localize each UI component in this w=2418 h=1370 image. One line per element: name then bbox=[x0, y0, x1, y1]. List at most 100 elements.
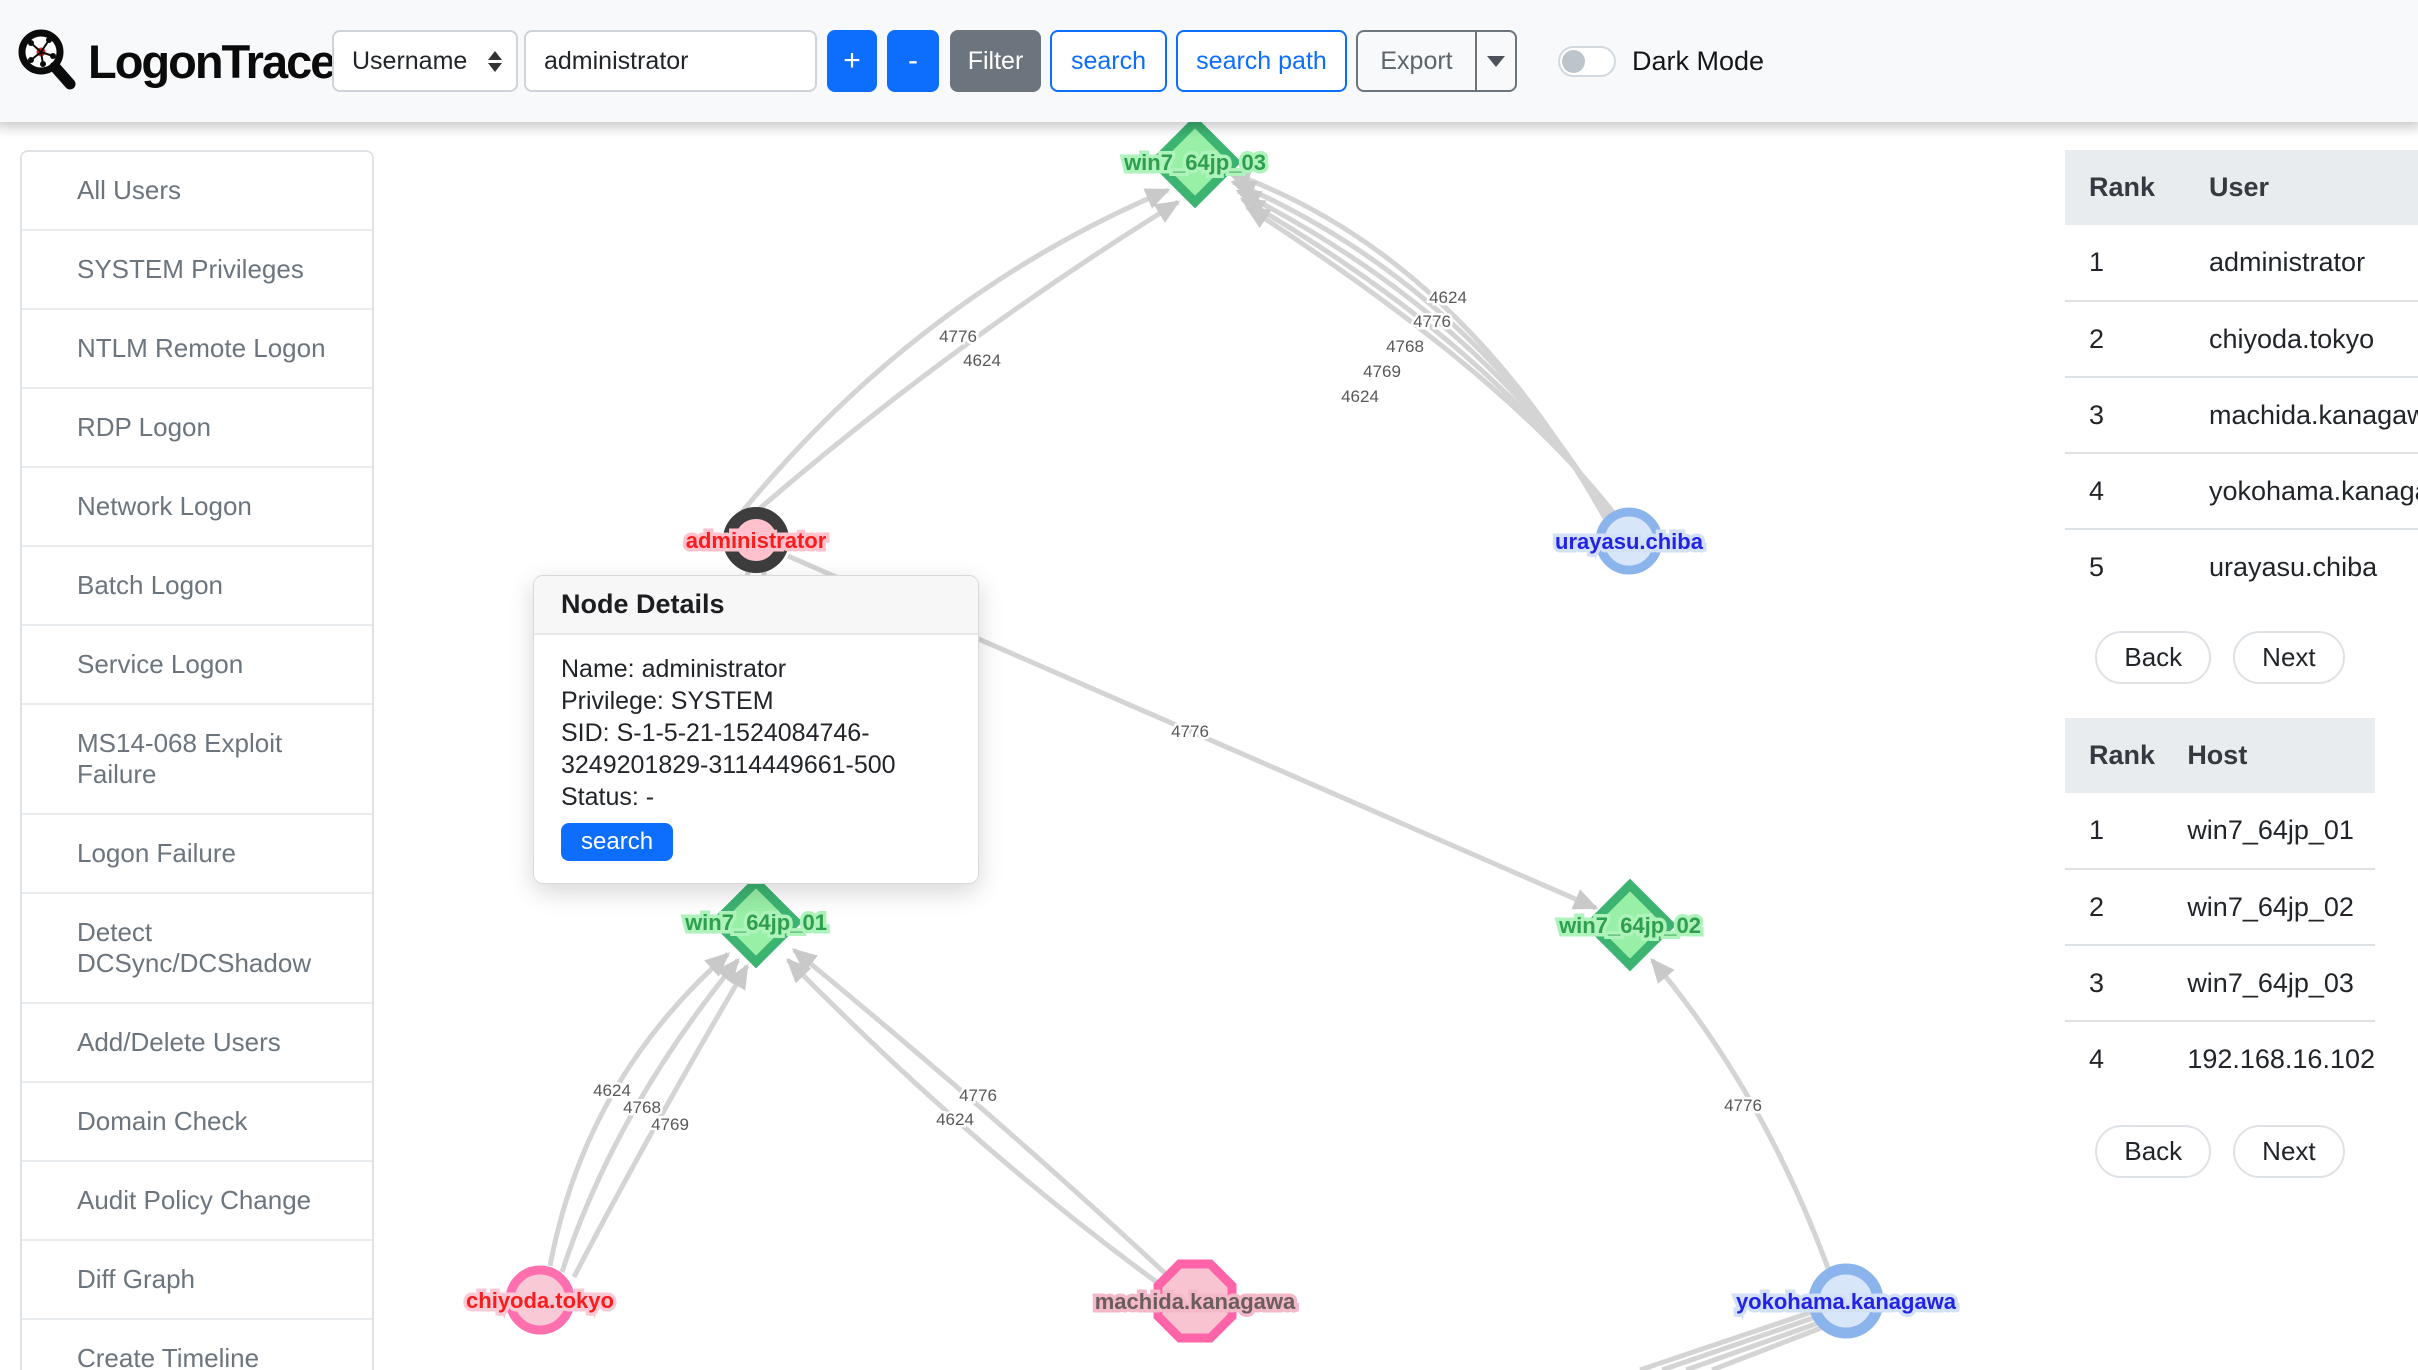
circle-node-shape[interactable] bbox=[723, 507, 789, 573]
graph-node-win7_64jp_03[interactable]: win7_64jp_03 bbox=[1120, 115, 1269, 209]
sidebar-item-all-users[interactable]: All Users bbox=[22, 152, 372, 231]
sidebar-item-detect-dcsync-dcshadow[interactable]: Detect DCSync/DCShadow bbox=[22, 894, 372, 1004]
node-label: administrator bbox=[686, 528, 827, 553]
graph-edge-labels: 4776462446244776476847694624477646244768… bbox=[591, 286, 1765, 1137]
node-detail-line: SID: S-1-5-21-1524084746-3249201829-3114… bbox=[561, 719, 896, 779]
graph-edge bbox=[547, 952, 730, 1267]
edge-label-eventid: 4776 bbox=[939, 327, 977, 346]
query-input[interactable] bbox=[524, 30, 817, 92]
host-next-button[interactable]: Next bbox=[2233, 1125, 2345, 1178]
sidebar-item-ms14-068-exploit-failure[interactable]: MS14-068 Exploit Failure bbox=[22, 705, 372, 815]
edge-label-eventid: 4776 bbox=[959, 1086, 997, 1105]
sidebar-item-rdp-logon[interactable]: RDP Logon bbox=[22, 389, 372, 468]
sidebar-item-add-delete-users[interactable]: Add/Delete Users bbox=[22, 1004, 372, 1083]
export-dropdown-toggle[interactable] bbox=[1476, 30, 1517, 92]
zoom-out-button[interactable]: - bbox=[887, 30, 939, 92]
user-cell[interactable]: machida.kanagawa bbox=[2185, 377, 2418, 454]
edge-label-eventid: 4624 bbox=[936, 1110, 974, 1129]
diamond-node-shape[interactable] bbox=[709, 875, 803, 969]
edge-label-eventid: 4776 bbox=[1413, 312, 1451, 331]
host-cell[interactable]: win7_64jp_01 bbox=[2163, 793, 2375, 870]
graph-edge bbox=[791, 948, 1170, 1278]
zoom-in-button[interactable]: + bbox=[827, 30, 877, 92]
graph-node-chiyoda.tokyo[interactable]: chiyoda.tokyo bbox=[463, 1265, 617, 1335]
export-button-group: Export bbox=[1356, 30, 1517, 92]
node-details-title: Node Details bbox=[534, 576, 978, 635]
graph-node-win7_64jp_01[interactable]: win7_64jp_01 bbox=[681, 875, 830, 969]
sidebar-item-system-privileges[interactable]: SYSTEM Privileges bbox=[22, 231, 372, 310]
node-details-search-button[interactable]: search bbox=[561, 823, 674, 861]
diamond-node-shape[interactable] bbox=[1583, 878, 1677, 972]
host-cell[interactable]: 192.168.16.102 bbox=[2163, 1021, 2375, 1097]
graph-edge bbox=[786, 958, 1164, 1289]
toggle-knob bbox=[1562, 50, 1585, 73]
graph-edge bbox=[756, 199, 1181, 512]
edge-label-eventid: 4769 bbox=[1363, 362, 1401, 381]
circle-node-shape[interactable] bbox=[1808, 1263, 1884, 1339]
user-rank-header: Rank bbox=[2065, 150, 2185, 225]
user-cell[interactable]: administrator bbox=[2185, 225, 2418, 302]
dark-mode-label: Dark Mode bbox=[1632, 45, 1765, 76]
user-table-pager: Back Next bbox=[2065, 631, 2375, 684]
node-label: win7_64jp_02 bbox=[1558, 913, 1701, 938]
sidebar-item-ntlm-remote-logon[interactable]: NTLM Remote Logon bbox=[22, 310, 372, 389]
rank-cell: 5 bbox=[2065, 529, 2185, 605]
graph-node-machida.kanagawa[interactable]: machida.kanagawa bbox=[1091, 1259, 1300, 1343]
sidebar-item-service-logon[interactable]: Service Logon bbox=[22, 626, 372, 705]
graph-edge bbox=[571, 963, 750, 1279]
user-cell[interactable]: urayasu.chiba bbox=[2185, 529, 2418, 605]
edge-label-eventid: 4624 bbox=[593, 1081, 631, 1100]
graph-edge bbox=[740, 187, 1171, 514]
dark-mode-toggle[interactable] bbox=[1558, 46, 1616, 77]
host-back-button[interactable]: Back bbox=[2095, 1125, 2212, 1178]
export-button[interactable]: Export bbox=[1356, 30, 1476, 92]
circle-node-shape[interactable] bbox=[505, 1265, 575, 1335]
graph-node-win7_64jp_02[interactable]: win7_64jp_02 bbox=[1555, 878, 1704, 972]
edge-label-eventid: 4624 bbox=[963, 351, 1001, 370]
diamond-node-shape[interactable] bbox=[1148, 115, 1242, 209]
user-next-button[interactable]: Next bbox=[2233, 631, 2345, 684]
host-cell[interactable]: win7_64jp_03 bbox=[2163, 945, 2375, 1022]
user-cell[interactable]: yokohama.kanagawa bbox=[2185, 453, 2418, 530]
sidebar-item-domain-check[interactable]: Domain Check bbox=[22, 1083, 372, 1162]
user-back-button[interactable]: Back bbox=[2095, 631, 2212, 684]
node-label: machida.kanagawa bbox=[1095, 1289, 1296, 1314]
select-arrows-icon bbox=[488, 50, 502, 72]
rank-cell: 1 bbox=[2065, 793, 2164, 870]
octagon-node-shape[interactable] bbox=[1153, 1259, 1237, 1343]
brand-title: LogonTracer bbox=[88, 34, 353, 88]
field-type-select[interactable]: Username bbox=[332, 30, 518, 92]
edge-label-eventid: 4776 bbox=[1171, 722, 1209, 741]
circle-node-shape[interactable] bbox=[1595, 507, 1663, 575]
graph-node-urayasu.chiba[interactable]: urayasu.chiba bbox=[1552, 507, 1707, 575]
search-path-button[interactable]: search path bbox=[1176, 30, 1347, 92]
node-label: yokohama.kanagawa bbox=[1736, 1289, 1957, 1314]
sidebar-item-batch-logon[interactable]: Batch Logon bbox=[22, 547, 372, 626]
rank-cell: 1 bbox=[2065, 225, 2185, 302]
graph-node-administrator[interactable]: administrator bbox=[682, 507, 830, 573]
sidebar-item-audit-policy-change[interactable]: Audit Policy Change bbox=[22, 1162, 372, 1241]
host-cell[interactable]: win7_64jp_02 bbox=[2163, 869, 2375, 946]
sidebar-item-network-logon[interactable]: Network Logon bbox=[22, 468, 372, 547]
sidebar-item-logon-failure[interactable]: Logon Failure bbox=[22, 815, 372, 894]
user-cell[interactable]: chiyoda.tokyo bbox=[2185, 301, 2418, 378]
edge-label-eventid: 4768 bbox=[1386, 337, 1424, 356]
sidebar-item-create-timeline[interactable]: Create Timeline bbox=[22, 1320, 372, 1370]
search-button[interactable]: search bbox=[1050, 30, 1167, 92]
graph-node-yokohama.kanagawa[interactable]: yokohama.kanagawa bbox=[1732, 1263, 1960, 1339]
node-label: win7_64jp_03 bbox=[1123, 150, 1266, 175]
sidebar-item-diff-graph[interactable]: Diff Graph bbox=[22, 1241, 372, 1320]
filter-button[interactable]: Filter bbox=[950, 30, 1041, 92]
edge-label-eventid: 4768 bbox=[623, 1098, 661, 1117]
